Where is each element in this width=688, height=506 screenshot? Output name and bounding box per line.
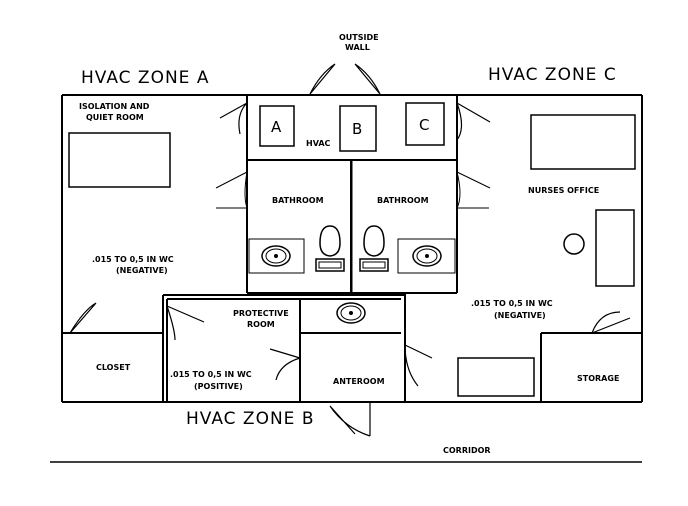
protective-room-label-1: PROTECTIVE <box>233 309 289 318</box>
bathroom-left-door <box>215 171 248 209</box>
left-toilet <box>319 225 341 257</box>
corridor-door <box>329 402 371 437</box>
fixtures <box>68 102 636 397</box>
closet-label: CLOSET <box>96 363 131 372</box>
anteroom-label: ANTEROOM <box>333 377 385 386</box>
bathroom-right-label: BATHROOM <box>377 196 429 205</box>
zone-c-pressure-1: .015 TO 0,5 IN WC <box>471 299 553 308</box>
hvac-unit-c-label: C <box>419 116 429 134</box>
zone-b-label: HVAC ZONE B <box>186 409 314 429</box>
anteroom-inner-door <box>269 348 301 381</box>
nurses-office-label: NURSES OFFICE <box>528 186 599 195</box>
zone-a-label: HVAC ZONE A <box>81 68 209 88</box>
zone-c-pressure-2: (NEGATIVE) <box>494 311 546 320</box>
right-sink-counter <box>397 238 456 274</box>
right-toilet <box>363 225 385 257</box>
nurses-office-stool <box>563 233 585 255</box>
left-sink <box>261 245 291 267</box>
anteroom-right-door <box>404 344 433 387</box>
nurses-office-desk <box>530 114 636 170</box>
doors <box>69 63 631 437</box>
zone-b-pressure-2: (POSITIVE) <box>194 382 243 391</box>
hvac-unit-b-box <box>339 105 377 152</box>
bathroom-left-label: BATHROOM <box>272 196 324 205</box>
zone-a-pressure-2: (NEGATIVE) <box>116 266 168 275</box>
outside-wall-label-1: OUTSIDE <box>339 33 379 42</box>
hvac-unit-c-box <box>405 102 445 146</box>
anteroom-sink <box>336 302 366 324</box>
isolation-room-label-2: QUIET ROOM <box>86 113 144 122</box>
protective-room-label-2: ROOM <box>247 320 275 329</box>
right-sink <box>412 245 442 267</box>
zone-b-walls <box>162 294 406 402</box>
corridor-label: CORRIDOR <box>443 446 491 455</box>
left-sink-counter <box>248 238 305 274</box>
isolation-door <box>219 102 248 135</box>
closet-door <box>69 302 97 334</box>
outside-wall-label-2: WALL <box>345 43 370 52</box>
protective-door <box>166 305 205 341</box>
hvac-label: HVAC <box>306 139 331 148</box>
hvac-unit-a-box <box>259 105 295 147</box>
zone-b-pressure-1: .015 TO 0,5 IN WC <box>170 370 252 379</box>
storage-door <box>591 311 631 334</box>
zone-a-pressure-1: .015 TO 0,5 IN WC <box>92 255 174 264</box>
nurses-door-1 <box>456 102 491 141</box>
outer-wall <box>61 94 643 403</box>
nurses-office-table <box>595 209 635 287</box>
bathroom-walls <box>246 160 458 294</box>
storage-walls <box>540 332 642 402</box>
hvac-unit-a-label: A <box>271 118 282 136</box>
zone-c-label: HVAC ZONE C <box>488 65 617 85</box>
bathroom-right-door <box>456 171 491 209</box>
isolation-room-label-1: ISOLATION AND <box>79 102 150 111</box>
storage-bench <box>457 357 535 397</box>
isolation-bed <box>68 132 171 188</box>
hvac-unit-b-label: B <box>352 120 362 138</box>
storage-label: STORAGE <box>577 374 619 383</box>
walls <box>50 94 643 463</box>
outside-double-door <box>309 63 381 95</box>
